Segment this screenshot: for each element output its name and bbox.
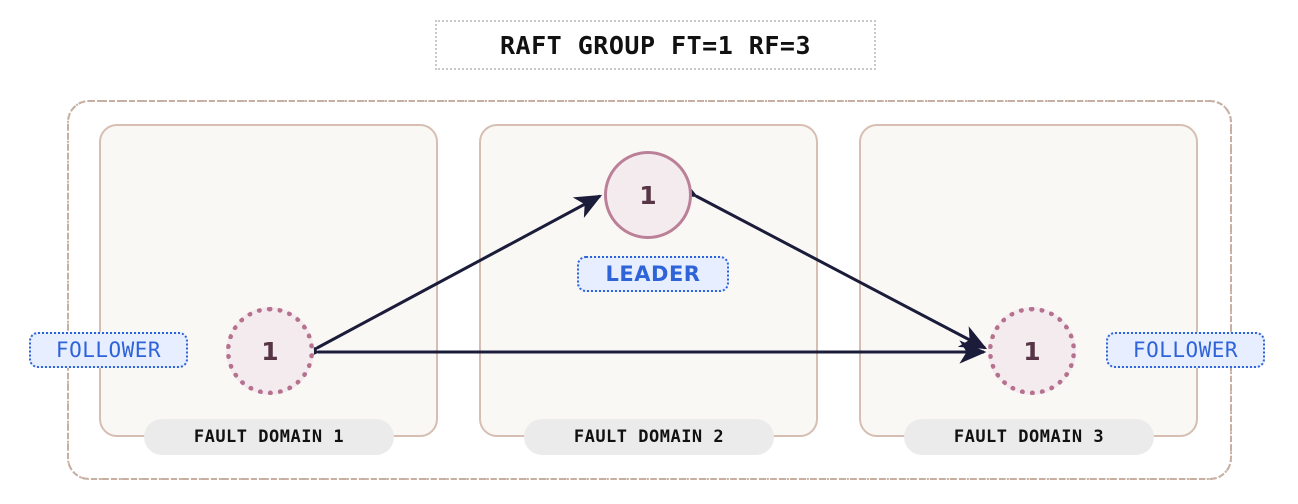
fault-domain-2-label: FAULT DOMAIN 2	[573, 427, 725, 447]
badge-follower-right: FOLLOWER	[1106, 332, 1265, 368]
badge-follower-left: FOLLOWER	[29, 332, 188, 368]
badge-leader: LEADER	[577, 256, 729, 292]
fault-domain-3-label-pill: FAULT DOMAIN 3	[904, 419, 1154, 455]
diagram-title-box: RAFT GROUP FT=1 RF=3	[435, 20, 876, 70]
raft-cluster-container	[67, 100, 1232, 480]
fault-domain-1-label-pill: FAULT DOMAIN 1	[144, 419, 394, 455]
fault-domain-1-label: FAULT DOMAIN 1	[193, 427, 345, 447]
fault-domain-2-label-pill: FAULT DOMAIN 2	[524, 419, 774, 455]
node-follower-2[interactable]: 1	[988, 307, 1076, 395]
node-follower-2-label: 1	[1023, 336, 1041, 366]
node-leader-label: 1	[639, 180, 657, 210]
node-follower-1[interactable]: 1	[226, 307, 314, 395]
node-follower-1-label: 1	[261, 336, 279, 366]
page-title: RAFT GROUP FT=1 RF=3	[499, 30, 812, 60]
badge-follower-left-label: FOLLOWER	[55, 338, 162, 362]
badge-follower-right-label: FOLLOWER	[1132, 338, 1239, 362]
fault-domain-3-label: FAULT DOMAIN 3	[953, 427, 1105, 447]
badge-leader-label: LEADER	[605, 262, 701, 286]
node-leader[interactable]: 1	[604, 151, 692, 239]
